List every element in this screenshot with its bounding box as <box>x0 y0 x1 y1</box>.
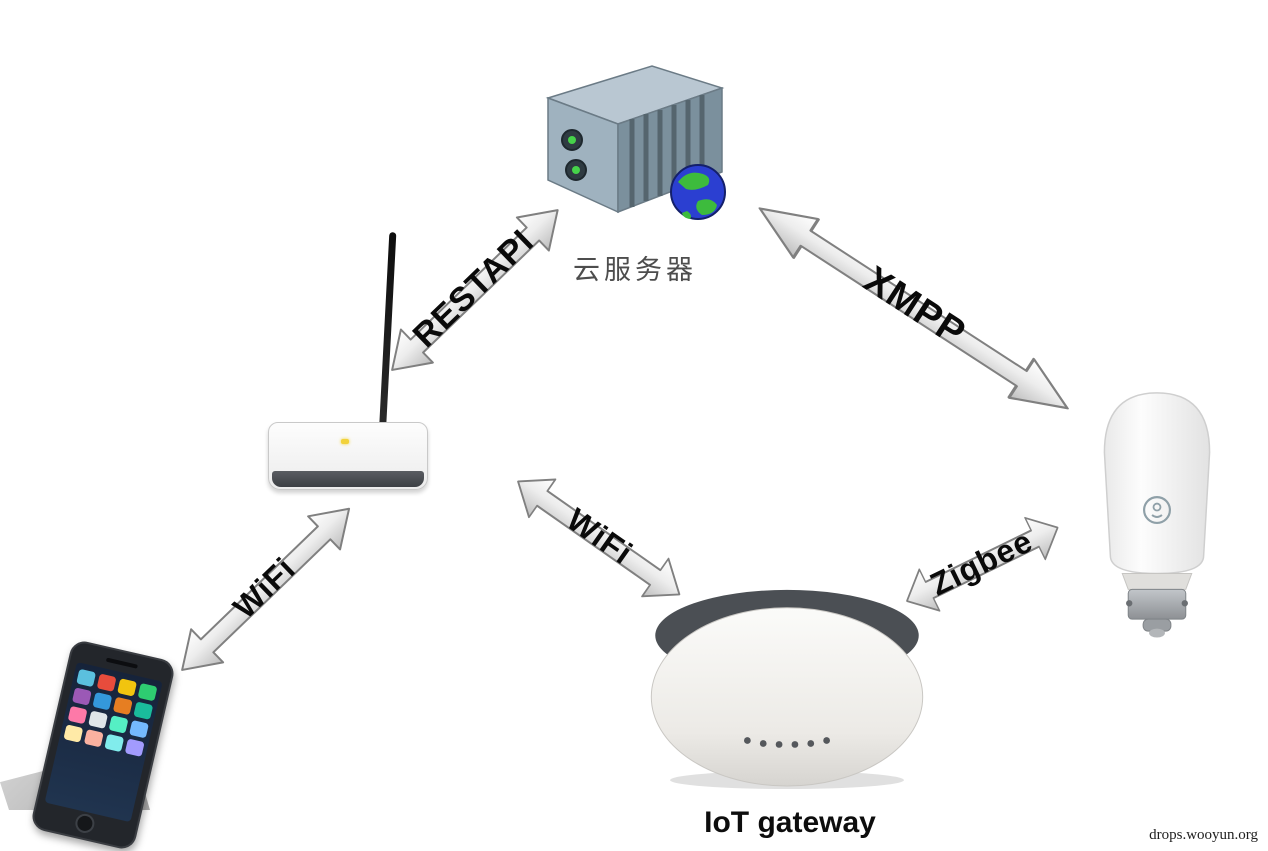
iot-gateway-icon <box>650 589 924 790</box>
app-icon <box>92 692 113 711</box>
double-arrow-icon <box>758 207 1069 410</box>
app-icon <box>83 729 104 748</box>
app-icon <box>63 724 84 743</box>
edge-wifi-router-gateway: WiFi <box>499 455 699 620</box>
edge-xmpp: XMPP <box>740 181 1088 436</box>
app-icon <box>112 696 133 716</box>
app-icon <box>117 678 138 697</box>
router-led-icon <box>341 439 349 444</box>
app-icon <box>129 719 149 739</box>
phone-home-button-icon <box>73 812 97 835</box>
double-arrow-icon <box>517 478 681 598</box>
edge-zigbee: Zigbee <box>892 500 1073 629</box>
app-icon <box>76 668 97 688</box>
phone-speaker-icon <box>105 657 138 669</box>
router-front-strip <box>272 471 424 487</box>
smartphone-icon <box>29 638 177 851</box>
app-icon <box>96 673 117 692</box>
double-arrow-icon <box>181 507 351 671</box>
edge-label-restapi: RESTAPI <box>405 221 541 355</box>
watermark: drops.wooyun.org <box>1149 827 1258 843</box>
double-arrow-icon <box>906 516 1059 612</box>
cloud-server-icon <box>545 65 726 220</box>
iot-gateway-label: IoT gateway <box>704 806 876 839</box>
app-icon <box>124 738 145 757</box>
app-icon <box>108 715 129 734</box>
app-icon <box>67 705 88 725</box>
app-icon <box>104 733 125 753</box>
edge-restapi: RESTAPI <box>369 186 580 393</box>
app-icon <box>133 701 154 720</box>
phone-screen <box>44 662 163 823</box>
edge-wifi-phone-router: WiFi <box>159 485 372 693</box>
wifi-router-icon <box>268 422 428 490</box>
smart-bulb-icon <box>1103 392 1211 638</box>
cloud-server-label: 云服务器 <box>573 255 697 285</box>
double-arrow-icon <box>391 209 559 371</box>
app-icon <box>88 710 109 729</box>
app-icon <box>71 687 92 706</box>
app-icon <box>137 682 158 702</box>
